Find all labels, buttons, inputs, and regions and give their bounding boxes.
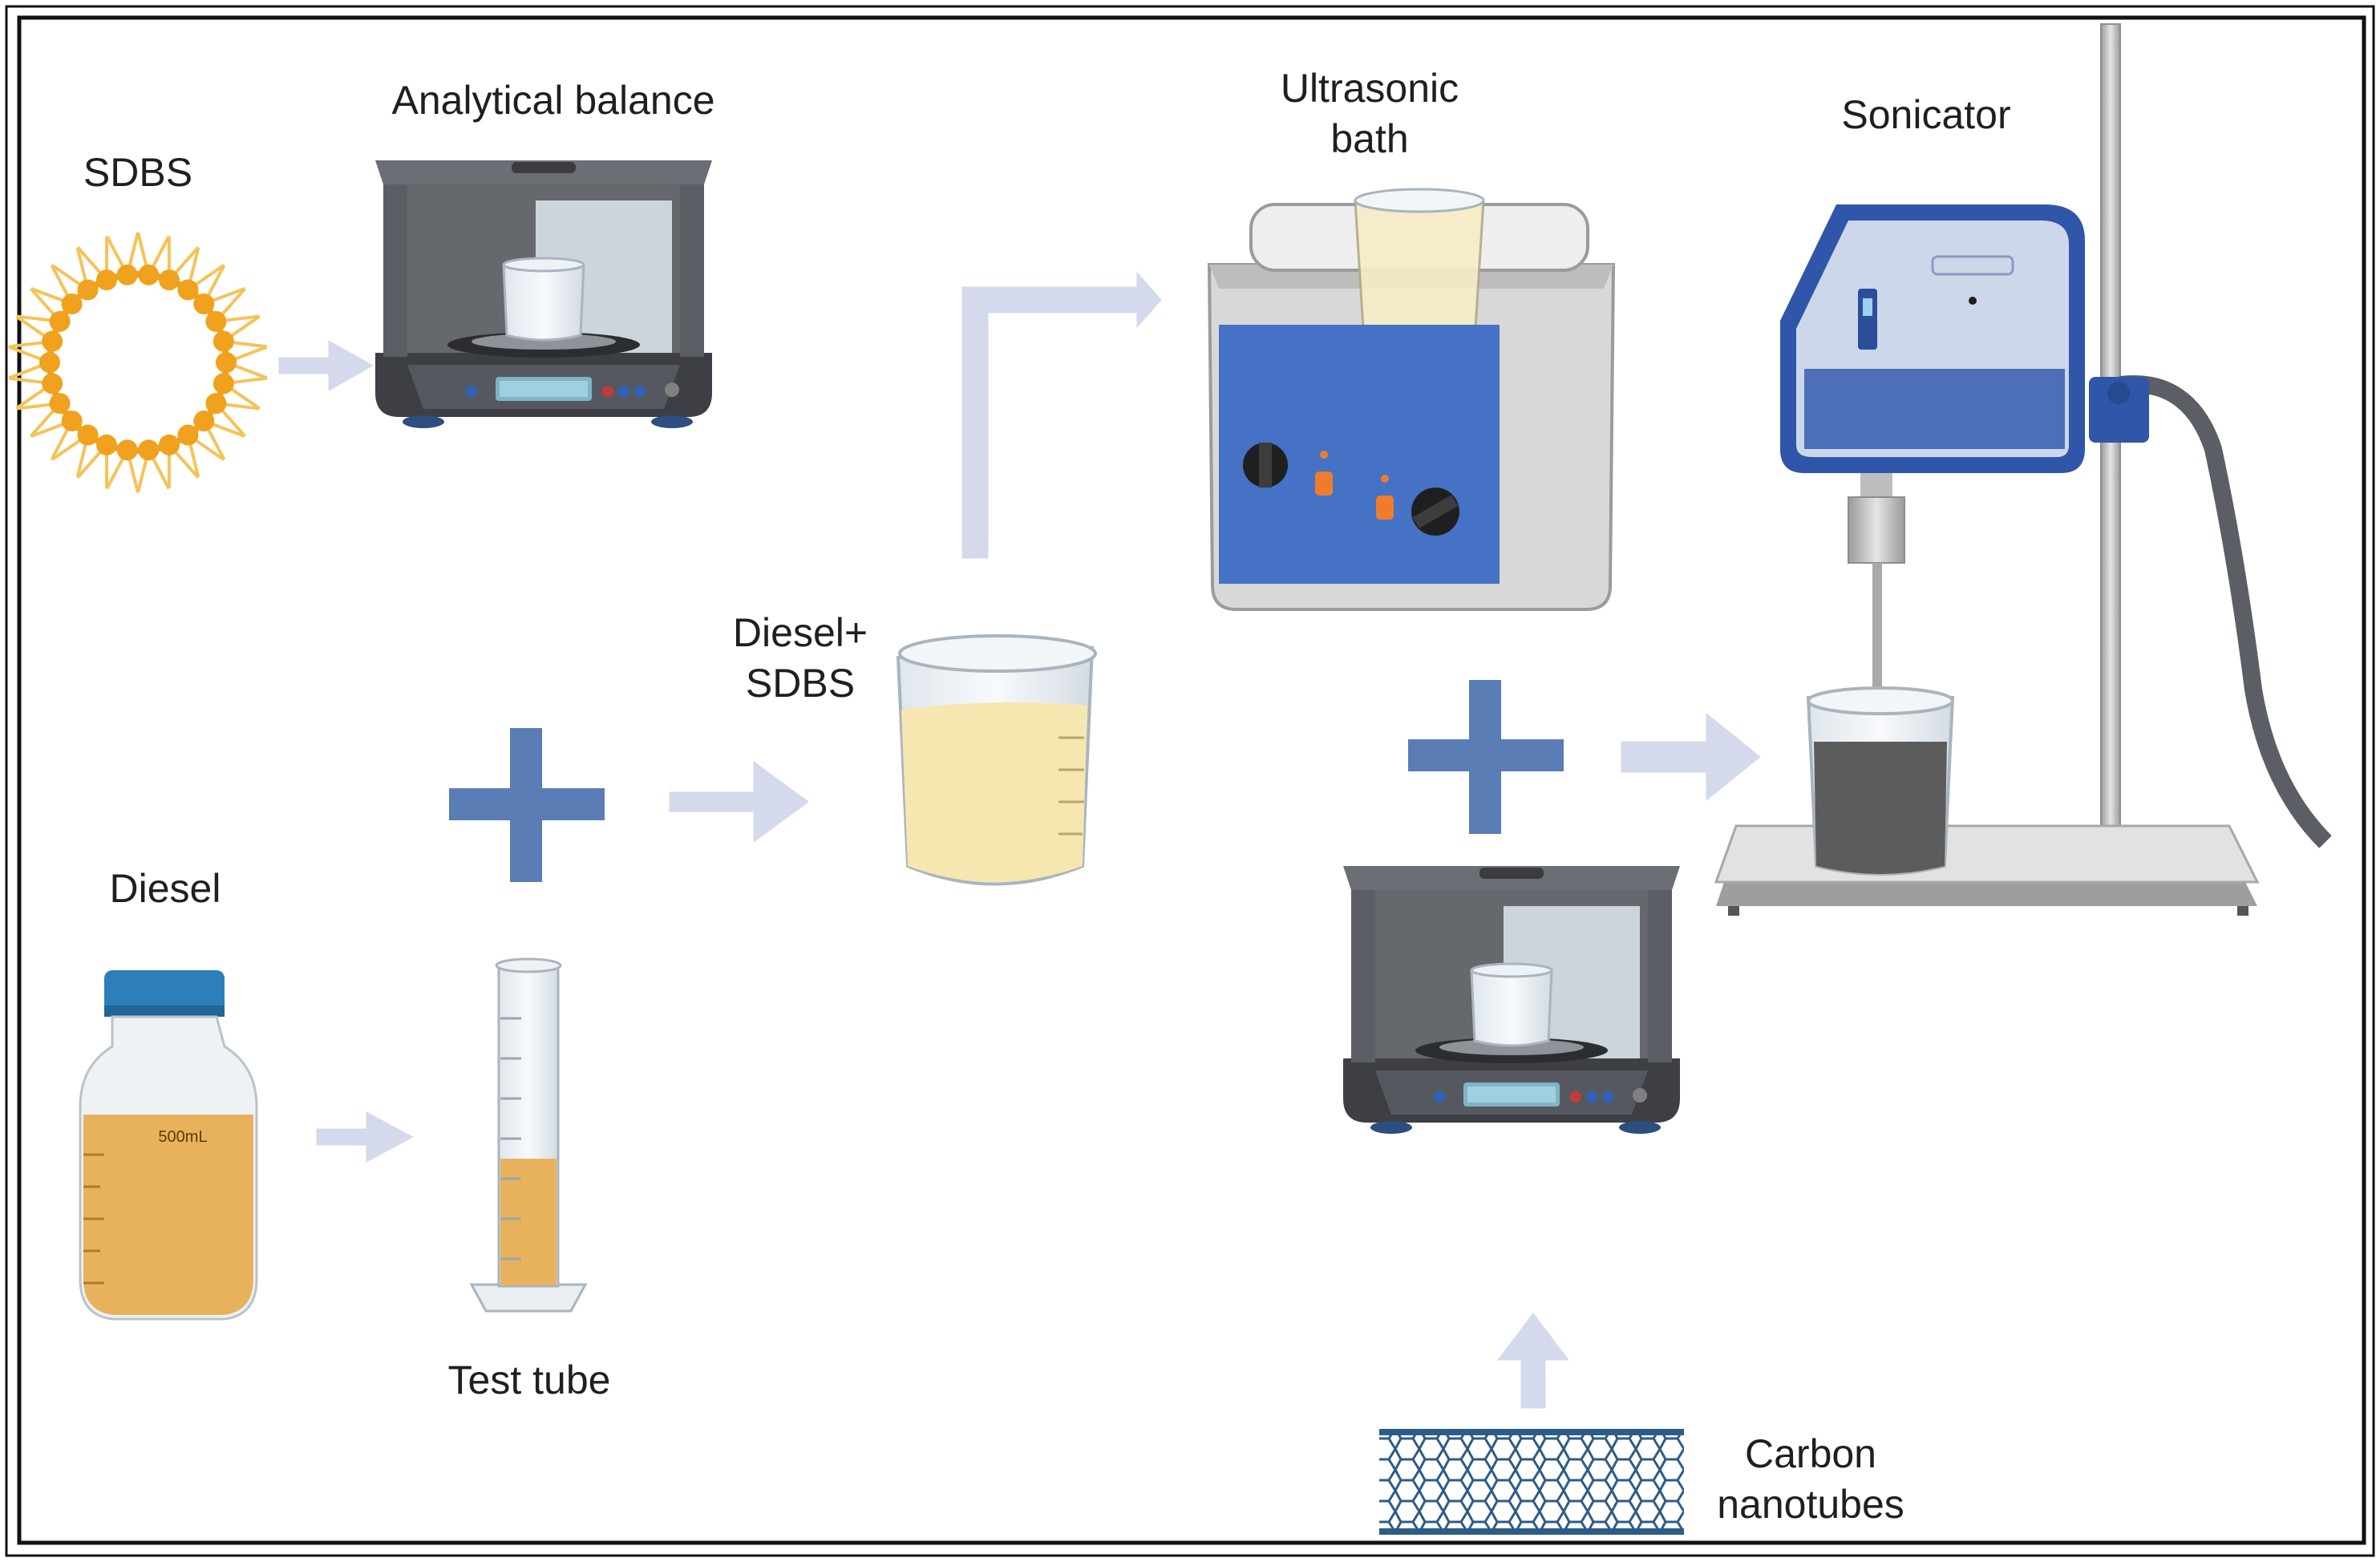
label-carbon: Carbon (1745, 1431, 1876, 1476)
label-ultrasonic: Ultrasonic (1281, 66, 1459, 111)
plus-sign-right (1408, 680, 1564, 834)
label-bath: bath (1330, 116, 1408, 161)
diesel-sdbs-beaker-icon (896, 634, 1097, 886)
bottle-volume-label: 500mL (158, 1128, 207, 1146)
label-diesel: Diesel (110, 866, 221, 911)
arrow-sdbs-to-balance (278, 340, 374, 391)
test-tube-icon (469, 957, 588, 1313)
arrow-plus-to-mixture (669, 761, 809, 843)
analytical-balance-icon-2 (1342, 864, 1682, 1135)
ultrasonic-bath-icon (1207, 188, 1616, 611)
arrow-mixture-to-ultrasonic-bath (961, 271, 1162, 559)
label-analytical-balance: Analytical balance (391, 78, 714, 123)
inner-frame (17, 15, 2366, 1545)
flow-arrows (278, 271, 1761, 1409)
sdbs-micelle-icon (8, 232, 268, 493)
labels: SDBS Analytical balance Ultrasonic bath … (83, 66, 2011, 1527)
label-diesel-sdbs: SDBS (746, 661, 855, 706)
diesel-bottle-icon: 500mL (79, 970, 258, 1321)
analytical-balance-icon (374, 159, 714, 430)
plus-sign-left (449, 728, 605, 882)
label-sdbs: SDBS (83, 150, 192, 195)
carbon-nanotubes-icon (1379, 1429, 1684, 1535)
sonicator-icon (1714, 23, 2332, 916)
label-diesel-plus: Diesel+ (733, 610, 868, 655)
arrow-diesel-to-testtube (316, 1111, 415, 1163)
label-sonicator: Sonicator (1841, 92, 2010, 137)
label-test-tube: Test tube (448, 1358, 611, 1402)
label-nanotubes: nanotubes (1717, 1482, 1904, 1527)
arrow-nanotubes-to-balance (1496, 1313, 1570, 1409)
arrow-plus-to-sonicator (1621, 712, 1761, 802)
